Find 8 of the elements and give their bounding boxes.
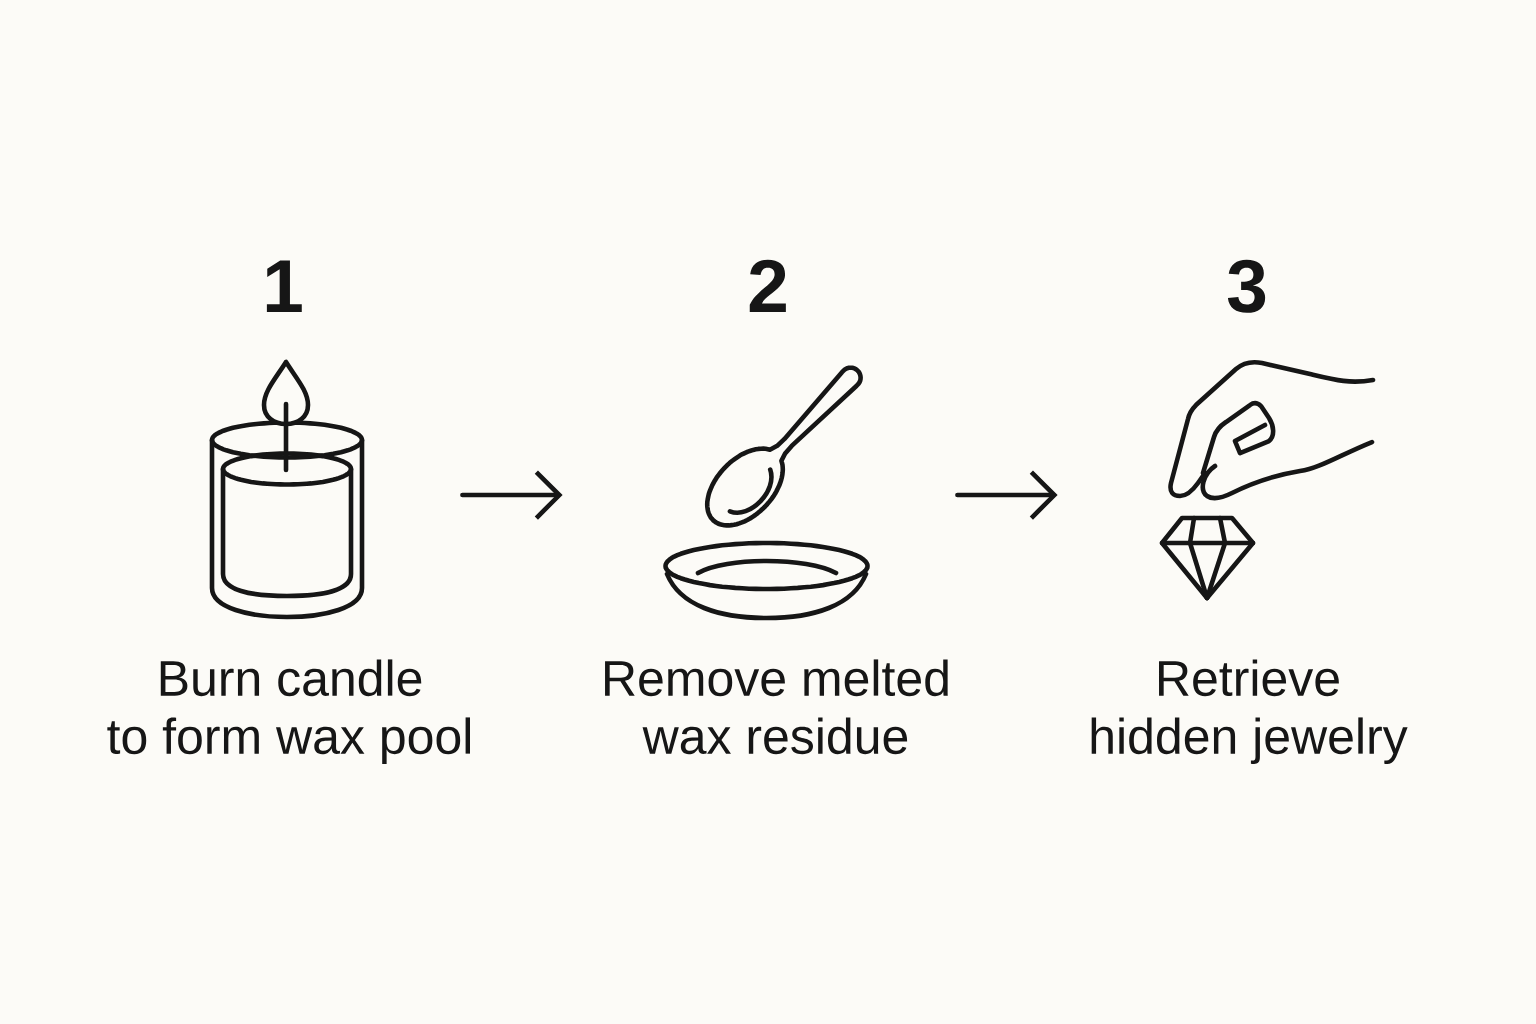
arrow xyxy=(955,470,1058,520)
step-number: 3 xyxy=(1227,259,1266,313)
step-caption: Remove melted wax residue xyxy=(605,659,948,755)
step-number: 1 xyxy=(266,260,302,312)
step-number: 2 xyxy=(749,259,786,312)
step-caption: Burn candle to form wax pool xyxy=(107,659,470,764)
step-caption: Retrieve hidden jewelry xyxy=(1091,659,1408,764)
arrow xyxy=(460,470,563,520)
